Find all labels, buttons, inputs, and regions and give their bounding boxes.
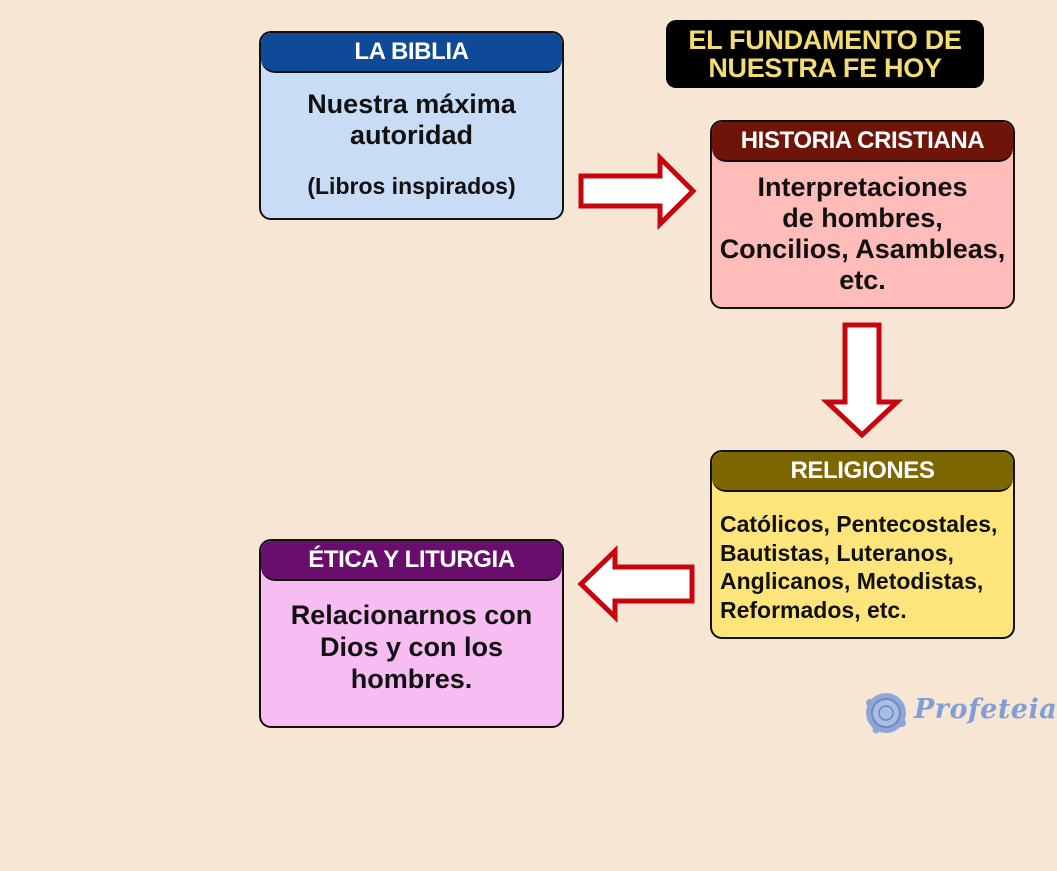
card-header: LA BIBLIA [261,33,562,73]
diagram-title: EL FUNDAMENTO DE NUESTRA FE HOY [666,20,984,88]
card-text-line: hombres. [350,664,473,694]
title-line-2: NUESTRA FE HOY [708,53,942,83]
card-text-line: de hombres, [782,203,943,233]
left-arrow-icon [577,545,695,623]
card-etica-y-liturgia: ÉTICA Y LITURGIA Relacionarnos con Dios … [259,539,564,728]
card-note: (Libros inspirados) [307,173,516,199]
title-line-1: EL FUNDAMENTO DE [688,25,962,55]
seal-icon [866,693,906,734]
card-header: HISTORIA CRISTIANA [712,122,1013,162]
card-text-line: Relacionarnos con [290,600,533,630]
card-text-line: Nuestra máxima [307,89,516,119]
card-text-line: etc. [839,265,886,295]
card-text-line: Dios y con los [319,632,504,662]
card-text-line: Católicos, Pentecostales, [720,511,998,537]
card-text-line: autoridad [349,120,473,150]
down-arrow-icon [820,322,904,439]
card-header: ÉTICA Y LITURGIA [261,541,562,581]
card-text-line: Anglicanos, Metodistas, [720,568,984,594]
card-la-biblia: LA BIBLIA Nuestra máxima autoridad (Libr… [259,31,564,220]
card-text-line: Reformados, etc. [720,596,907,623]
right-arrow-icon [578,151,697,231]
card-text-line: Bautistas, Luteranos, [720,539,954,566]
card-text-line: Concilios, Asambleas, [719,234,1006,264]
profeteia-logo: Profeteia [864,688,1057,736]
logo-text: Profeteia [914,694,1057,725]
card-header: RELIGIONES [712,452,1013,492]
card-text-line: Interpretaciones [757,172,968,202]
card-religiones: RELIGIONES Católicos, Pentecostales, Bau… [710,450,1015,639]
card-historia-cristiana: HISTORIA CRISTIANA Interpretaciones de h… [710,120,1015,309]
